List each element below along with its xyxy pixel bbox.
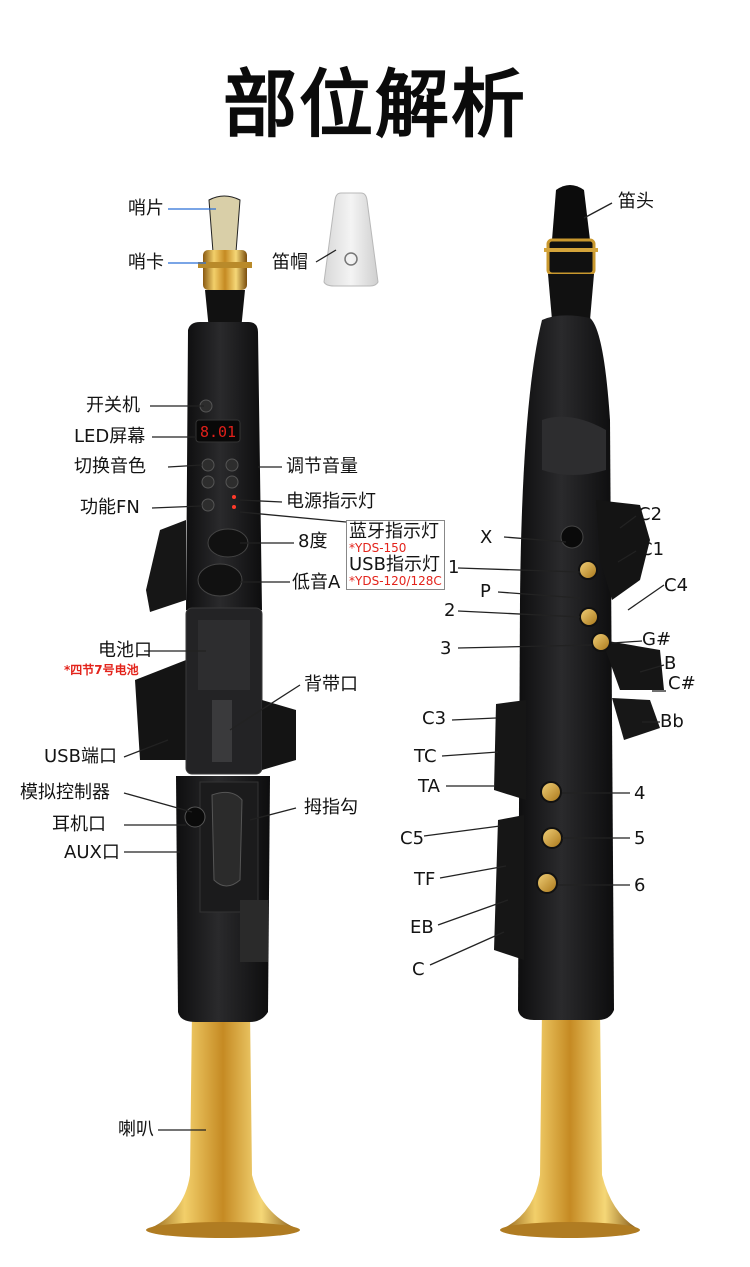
label-key-b: B xyxy=(664,653,677,674)
label-key-1: 1 xyxy=(448,557,460,578)
label-analog-controller: 模拟控制器 xyxy=(20,782,110,803)
label-key-4: 4 xyxy=(634,783,646,804)
label-function-fn: 功能FN xyxy=(80,497,140,518)
front-instrument: 8.01 xyxy=(135,195,300,1238)
label-reed: 哨片 xyxy=(128,198,164,219)
page-title: 部位解析 xyxy=(223,62,527,148)
label-led-screen: LED屏幕 xyxy=(74,426,146,447)
label-low-a: 低音A xyxy=(292,572,341,593)
label-volume: 调节音量 xyxy=(286,456,358,477)
label-key-c: C xyxy=(412,959,425,980)
label-key-ta: TA xyxy=(418,776,440,797)
label-power-indicator: 电源指示灯 xyxy=(286,491,376,512)
label-power: 开关机 xyxy=(86,395,140,416)
label-key-p: P xyxy=(480,581,491,602)
label-key-gsharp: G# xyxy=(642,629,672,650)
label-key-3: 3 xyxy=(440,638,452,659)
label-key-c1: C1 xyxy=(640,539,665,560)
back-body xyxy=(518,315,614,1020)
label-key-5: 5 xyxy=(634,828,646,849)
label-headphone: 耳机口 xyxy=(52,814,106,835)
leader-lines xyxy=(123,202,666,1131)
label-strap: 背带口 xyxy=(304,674,358,695)
led-display-digits: 8.01 xyxy=(200,423,236,441)
label-bluetooth-indicator: 蓝牙指示灯 xyxy=(349,521,439,542)
front-bell xyxy=(146,1010,300,1230)
back-bell xyxy=(500,1010,640,1230)
label-key-csharp: C# xyxy=(668,673,696,694)
label-usb-port: USB端口 xyxy=(44,746,117,767)
cap xyxy=(323,192,379,287)
label-key-6: 6 xyxy=(634,875,646,896)
label-head: 笛头 xyxy=(618,191,654,212)
label-key-c2: C2 xyxy=(638,504,663,525)
label-cap: 笛帽 xyxy=(272,252,308,273)
label-key-tc: TC xyxy=(414,746,437,767)
note-battery: *四节7号电池 xyxy=(64,663,139,677)
label-key-x: X xyxy=(480,527,493,548)
label-key-c5: C5 xyxy=(400,828,425,849)
back-instrument xyxy=(494,185,664,1238)
indicator-callout-box: 蓝牙指示灯 *YDS-150 USB指示灯 *YDS-120/128C xyxy=(346,520,445,590)
label-key-c4: C4 xyxy=(664,575,689,596)
back-mouthpiece xyxy=(552,185,590,240)
label-thumb-hook: 拇指勾 xyxy=(304,797,358,818)
label-key-c3: C3 xyxy=(422,708,447,729)
note-bluetooth-model: *YDS-150 xyxy=(349,541,407,555)
label-key-tf: TF xyxy=(414,869,436,890)
label-usb-indicator: USB指示灯 xyxy=(349,554,440,575)
label-bell: 喇叭 xyxy=(118,1119,154,1140)
label-key-2: 2 xyxy=(444,600,456,621)
label-key-eb: EB xyxy=(410,917,434,938)
label-aux: AUX口 xyxy=(64,842,120,863)
label-octave: 8度 xyxy=(298,531,328,552)
note-usb-model: *YDS-120/128C xyxy=(349,574,442,588)
label-ligature: 哨卡 xyxy=(128,252,164,273)
label-tone-switch: 切换音色 xyxy=(74,456,146,477)
label-battery: 电池口 xyxy=(98,640,152,661)
front-reed xyxy=(208,195,241,253)
label-key-bb: Bb xyxy=(660,711,684,732)
front-ligature xyxy=(203,250,247,290)
